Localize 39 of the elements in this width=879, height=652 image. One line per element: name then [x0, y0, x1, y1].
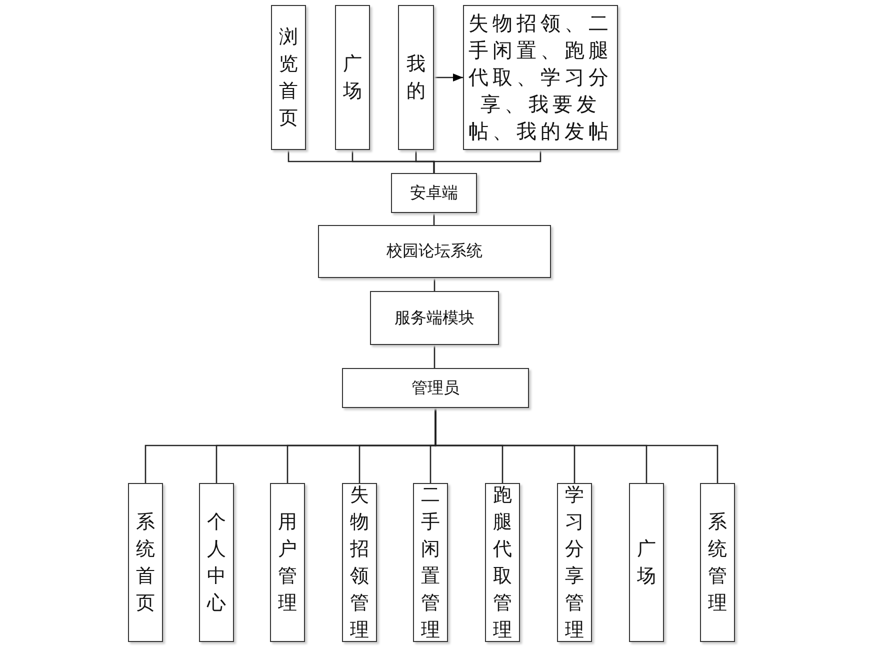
- module-label: 二手闲置管理: [420, 482, 440, 642]
- module-label: 系统管理: [708, 510, 728, 616]
- module-box: [413, 483, 448, 642]
- module-box: [700, 483, 735, 642]
- module-box: [270, 483, 305, 642]
- module-label: 系统首页: [136, 510, 156, 616]
- connector-line: [434, 278, 436, 291]
- module-box: [199, 483, 234, 642]
- module-label: 安卓端: [410, 182, 458, 204]
- module-label: 广场: [342, 52, 362, 104]
- module-box: [342, 483, 377, 642]
- module-label: 个人中心: [206, 510, 226, 616]
- module-label: 学习分享管理: [564, 482, 584, 642]
- module-box: [271, 5, 306, 150]
- module-box: [557, 483, 592, 642]
- connector-line: [433, 213, 435, 225]
- module-label: 服务端模块: [394, 308, 474, 328]
- arrow: [434, 74, 463, 82]
- module-box: [318, 225, 551, 278]
- module-label: 失物招领管理: [350, 482, 370, 642]
- module-box: [398, 5, 434, 150]
- module-box: [485, 483, 520, 642]
- module-label: 浏览首页: [278, 24, 298, 130]
- module-label: 我的: [406, 52, 426, 104]
- connector-line: [434, 408, 718, 483]
- module-label: 用户管理: [278, 510, 298, 616]
- connector-line: [433, 150, 542, 173]
- module-label: 校园论坛系统: [386, 241, 482, 262]
- connector-line: [434, 345, 436, 368]
- module-box: [629, 483, 664, 642]
- module-box: [335, 5, 370, 150]
- module-box: [342, 368, 529, 408]
- module-label: 跑腿代取管理: [492, 482, 512, 642]
- module-box: [128, 483, 163, 642]
- module-label: 管理员: [412, 378, 460, 398]
- module-box: [370, 291, 499, 345]
- module-label: 广场: [636, 536, 656, 588]
- module-label: 失物招领、二手闲置、跑腿代取、学习分享、我要发帖、我的发帖: [468, 10, 614, 145]
- module-box: [391, 173, 477, 213]
